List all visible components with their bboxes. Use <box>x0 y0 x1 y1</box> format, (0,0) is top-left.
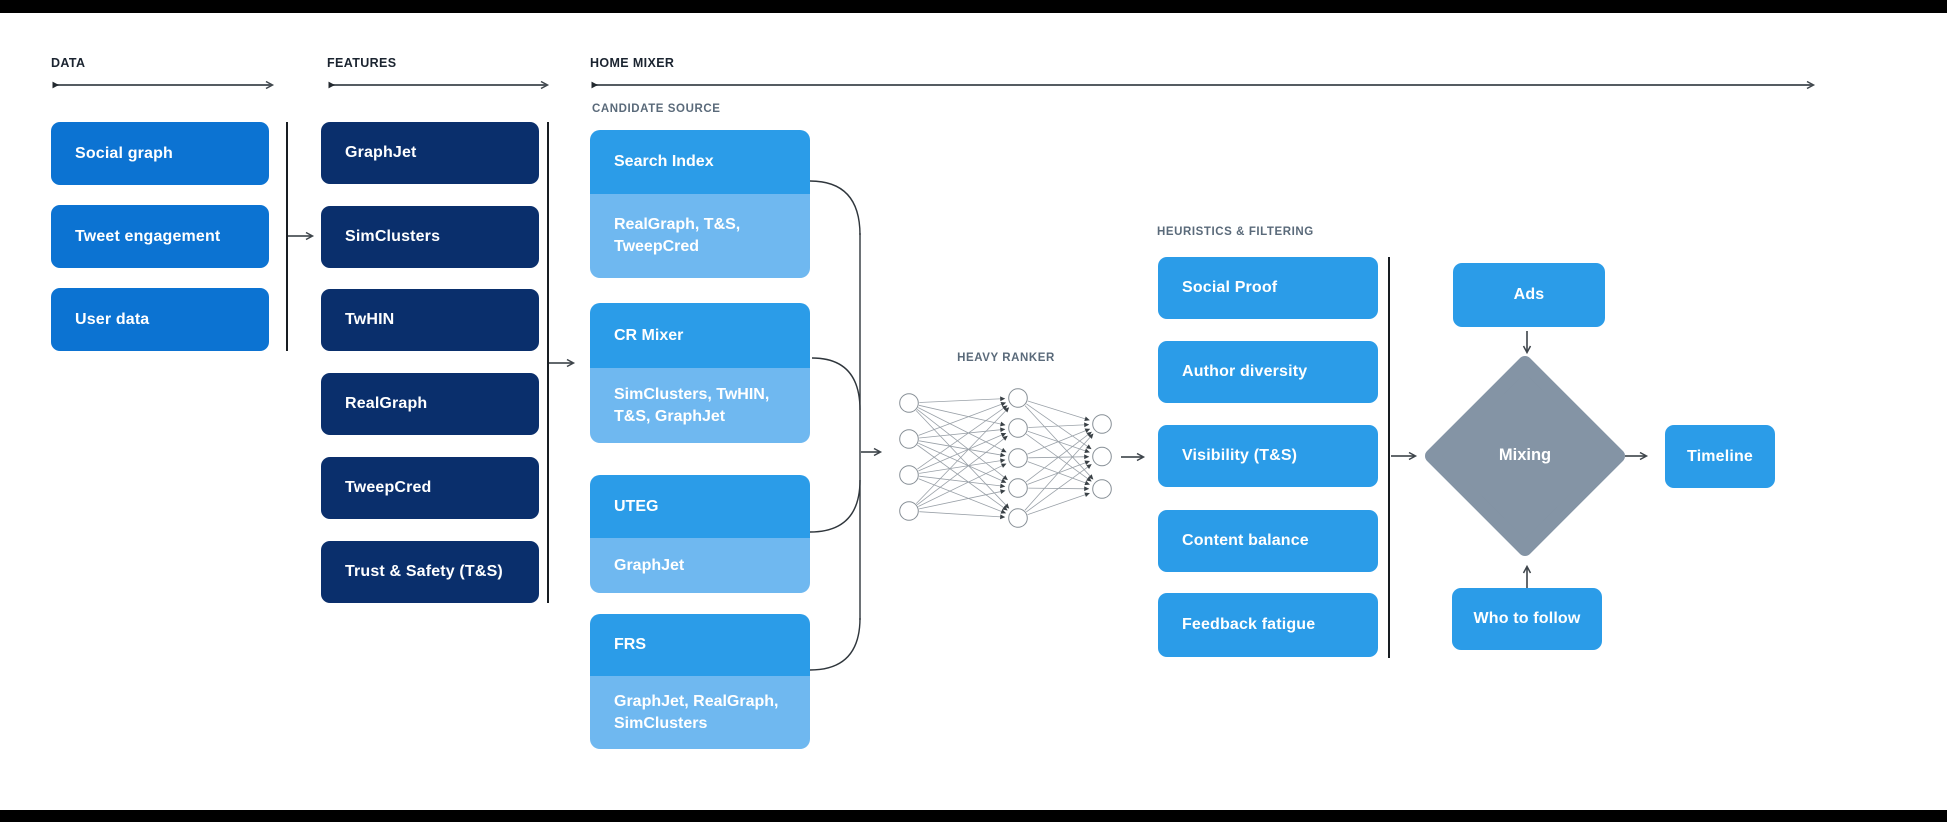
home-mixer-section-label: HOME MIXER <box>590 56 675 70</box>
feature-box-tweepcred: TweepCred <box>321 457 539 519</box>
network-output-node <box>1092 414 1112 434</box>
network-input-node <box>899 429 919 449</box>
heuristics-filtering-label: HEURISTICS & FILTERING <box>1157 226 1314 238</box>
feature-box-realgraph: RealGraph <box>321 373 539 435</box>
candidate-title: FRS <box>590 614 810 676</box>
network-edge <box>918 402 1007 436</box>
bottom-black-bar <box>0 810 1947 822</box>
data-section-label: DATA <box>51 56 86 70</box>
network-edge <box>1026 464 1092 513</box>
network-edge <box>916 408 1008 481</box>
heuristic-box-author-diversity: Author diversity <box>1158 341 1378 403</box>
network-edge <box>919 427 1006 439</box>
data-box-user-data: User data <box>51 288 269 351</box>
network-hidden-node <box>1008 478 1028 498</box>
network-hidden-node <box>1008 418 1028 438</box>
network-hidden-node <box>1008 508 1028 528</box>
network-output-node <box>1092 479 1112 499</box>
network-edge <box>1024 405 1094 480</box>
network-edge <box>1027 428 1091 455</box>
network-edge <box>1026 433 1092 482</box>
network-output-node <box>1092 446 1112 467</box>
who-to-follow-box: Who to follow <box>1452 588 1602 650</box>
frs-connector <box>809 617 861 671</box>
network-edge <box>919 511 1006 520</box>
network-hidden-node <box>1008 388 1028 408</box>
feature-box-trust-safety: Trust & Safety (T&S) <box>321 541 539 603</box>
network-hidden-node <box>1008 448 1028 468</box>
data-box-tweet-engagement: Tweet engagement <box>51 205 269 268</box>
heuristic-box-visibility: Visibility (T&S) <box>1158 425 1378 487</box>
network-edge <box>919 396 1006 403</box>
network-edge <box>1028 422 1090 428</box>
network-edge <box>918 407 1007 453</box>
candidate-source-label: CANDIDATE SOURCE <box>592 103 721 115</box>
cr-mixer-connector <box>811 357 861 411</box>
timeline-box: Timeline <box>1665 425 1775 488</box>
heuristic-box-content-balance: Content balance <box>1158 510 1378 572</box>
candidate-title: UTEG <box>590 475 810 538</box>
features-section-label: FEATURES <box>327 56 397 70</box>
network-edge <box>918 404 1006 427</box>
network-edge <box>916 435 1008 506</box>
candidate-feature-sources: RealGraph, T&S, TweepCred <box>590 194 810 278</box>
candidate-connectors <box>809 180 861 671</box>
mixing-diamond <box>1425 356 1625 556</box>
heuristic-box-feedback-fatigue: Feedback fatigue <box>1158 593 1378 657</box>
heavy-ranker-network <box>899 388 1112 528</box>
ads-box: Ads <box>1453 263 1605 327</box>
feature-box-twhin: TwHIN <box>321 289 539 351</box>
network-edge <box>919 489 1006 510</box>
network-edge <box>1027 492 1090 515</box>
network-edge <box>915 410 1010 509</box>
candidate-feature-sources: SimClusters, TwHIN, T&S, GraphJet <box>590 368 810 443</box>
candidate-title: Search Index <box>590 130 810 194</box>
network-edge <box>1027 400 1090 422</box>
feature-box-graphjet: GraphJet <box>321 122 539 184</box>
candidate-block-cr-mixer: CR Mixer SimClusters, TwHIN, T&S, GraphJ… <box>590 303 810 443</box>
candidate-feature-sources: GraphJet <box>590 538 810 593</box>
mixing-diamond-label: Mixing <box>1498 446 1552 464</box>
candidate-title: CR Mixer <box>590 303 810 368</box>
heavy-ranker-label: HEAVY RANKER <box>957 352 1055 364</box>
candidate-block-frs: FRS GraphJet, RealGraph, SimClusters <box>590 614 810 749</box>
candidate-feature-sources: GraphJet, RealGraph, SimClusters <box>590 676 810 749</box>
feature-box-simclusters: SimClusters <box>321 206 539 268</box>
network-edge <box>915 407 1010 504</box>
network-edge <box>919 475 1006 489</box>
divider-lines <box>286 122 1390 658</box>
network-edge <box>918 442 1007 483</box>
candidate-block-search-index: Search Index RealGraph, T&S, TweepCred <box>590 130 810 278</box>
network-edge <box>918 432 1007 472</box>
network-edge <box>918 463 1007 507</box>
network-edge <box>919 440 1006 458</box>
network-edge <box>919 458 1006 474</box>
flow-arrows <box>288 231 1649 588</box>
network-edge <box>917 444 1008 511</box>
network-edge <box>1025 431 1092 483</box>
network-input-node <box>899 393 919 413</box>
data-box-social-graph: Social graph <box>51 122 269 185</box>
network-edge <box>918 478 1007 514</box>
top-black-bar <box>0 0 1947 13</box>
network-edge <box>917 405 1008 470</box>
uteg-connector <box>809 479 861 533</box>
candidate-block-uteg: UTEG GraphJet <box>590 475 810 593</box>
network-input-node <box>899 501 919 521</box>
network-edge <box>1024 433 1094 511</box>
heuristic-box-social-proof: Social Proof <box>1158 257 1378 319</box>
search-index-connector <box>809 180 861 236</box>
network-input-node <box>899 465 919 485</box>
